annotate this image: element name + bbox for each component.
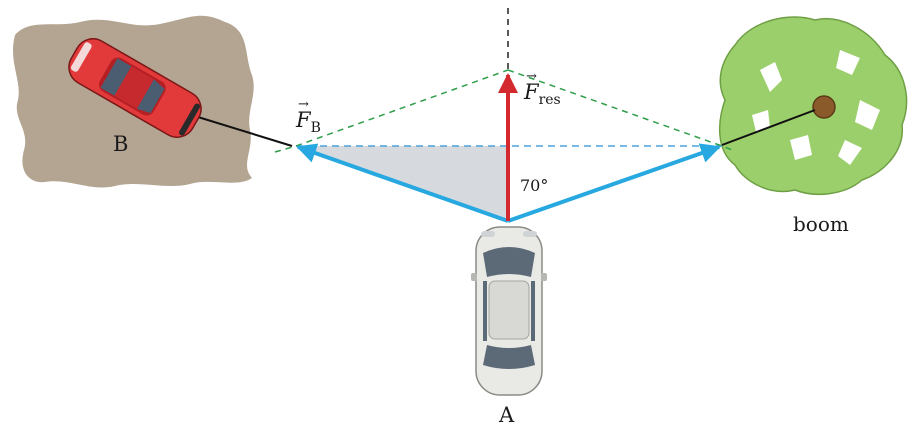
white-car-icon [471,226,547,396]
force-res-subscript: res [538,92,561,108]
force-b-label: →FB [296,98,321,136]
force-tree-arrow [507,143,721,223]
tree-trunk [812,95,836,119]
tree-icon [718,16,908,196]
red-car-icon [68,38,202,138]
car-a-label: A [499,403,515,427]
car-b-label: B [113,132,129,156]
force-res-symbol: F [524,80,539,104]
tree-label: boom [793,212,849,236]
rope-to-tree [721,109,816,146]
force-b-subscript: B [310,120,321,136]
angle-label: 70° [520,176,549,195]
force-res-label: →Fres [524,70,561,108]
force-b-arrow [296,143,509,223]
rope-to-car-b [197,116,293,147]
vector-arrow-icon: → [526,69,537,84]
force-b-symbol: F [296,108,311,132]
vector-arrow-icon: → [298,97,309,112]
parallelogram-right [507,69,736,152]
